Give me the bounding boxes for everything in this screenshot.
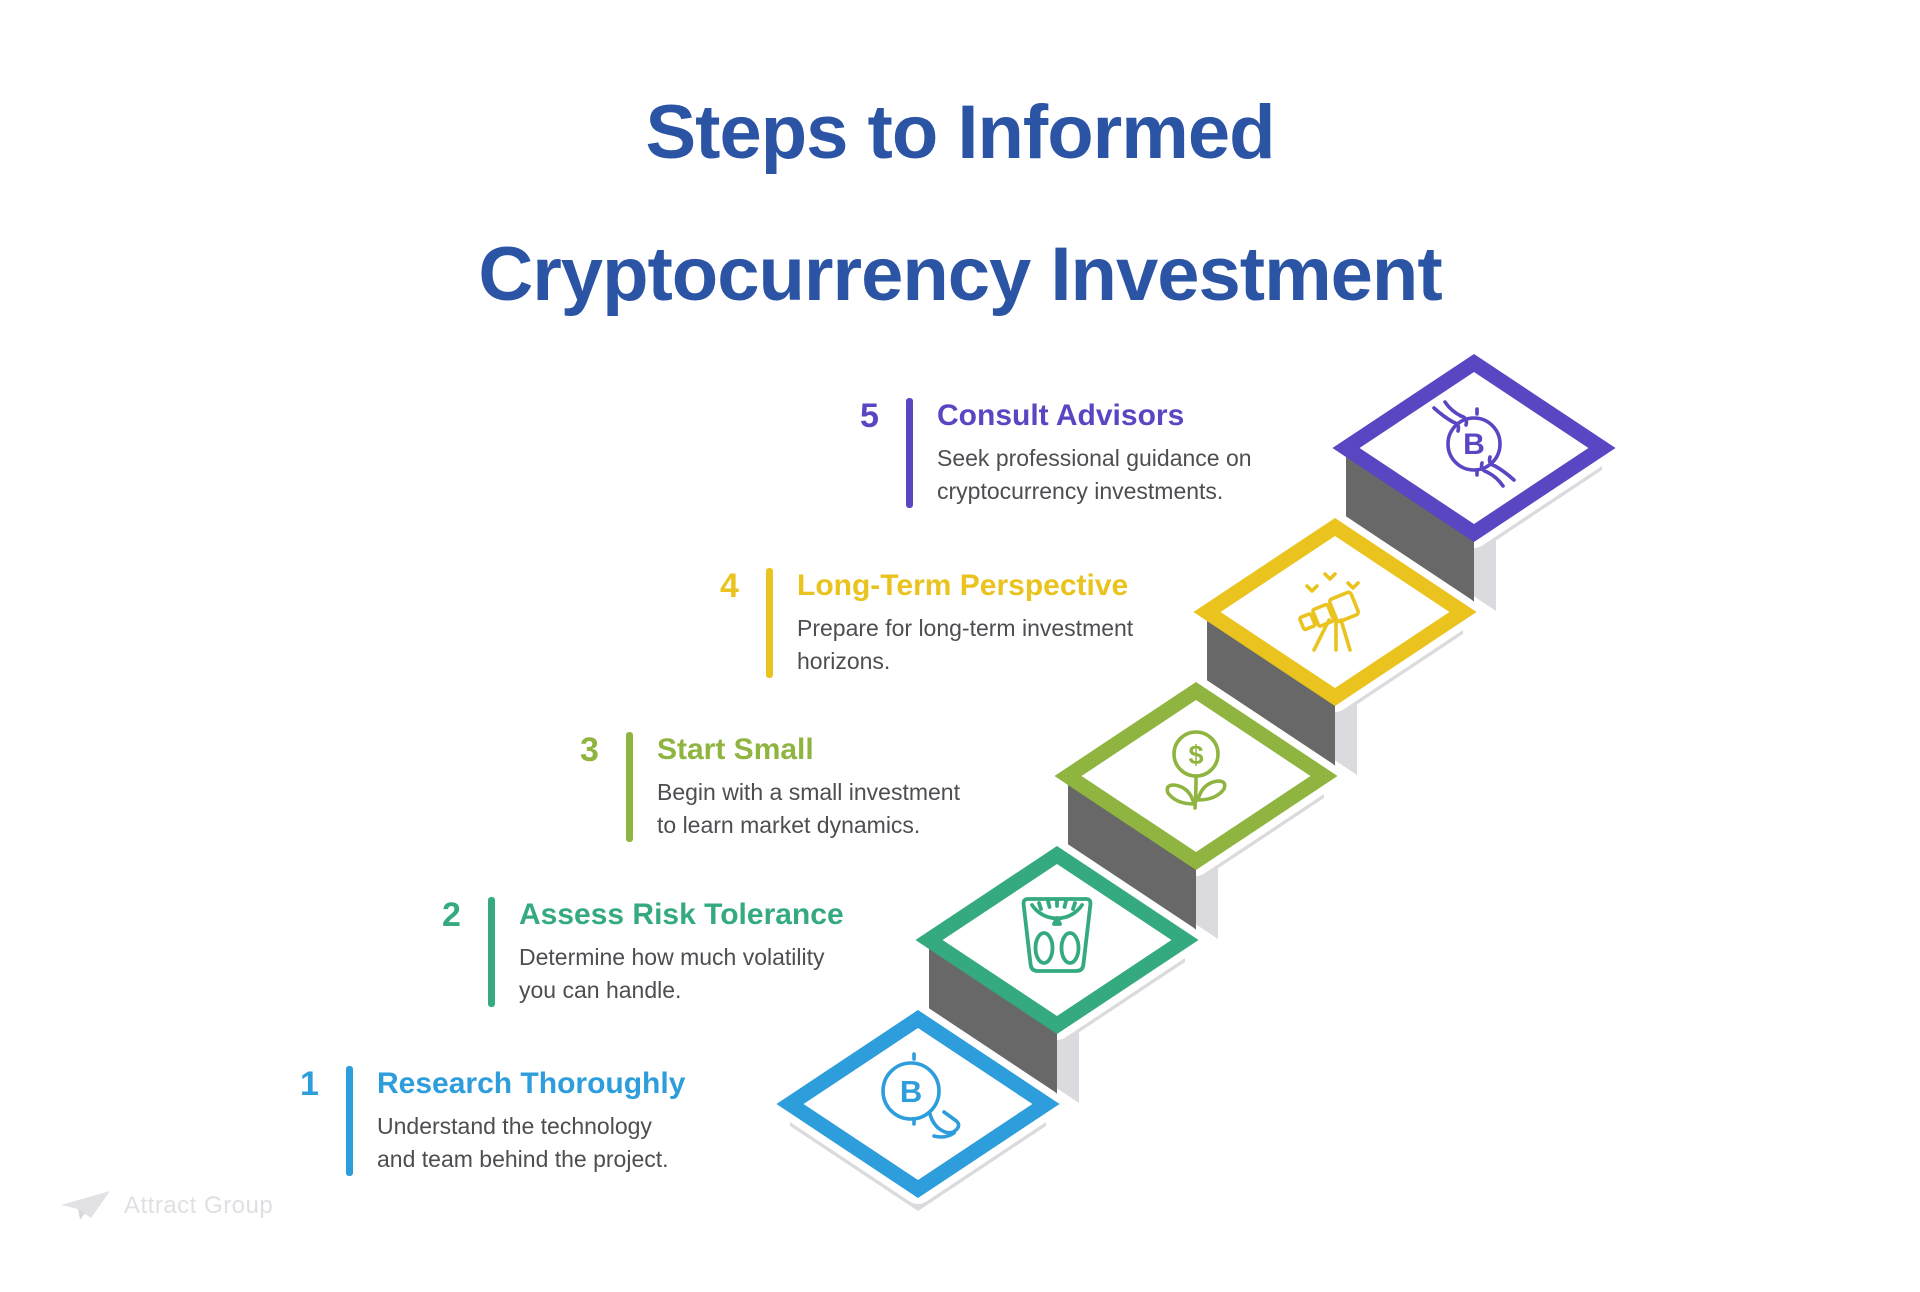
step-4-desc-line1: Prepare for long-term investment <box>797 615 1134 641</box>
step-2-title: Assess Risk Tolerance <box>519 898 844 931</box>
step-5-title: Consult Advisors <box>937 399 1185 432</box>
step-1-accent-bar <box>346 1066 353 1176</box>
step-3-riser <box>1068 776 1196 931</box>
page-title-line1: Steps to Informed <box>645 90 1275 175</box>
step-2-accent-bar <box>488 897 495 1007</box>
step-2-riser <box>929 940 1057 1095</box>
step-4-texts: Long-Term Perspective Prepare for long-t… <box>797 566 1133 678</box>
step-3-number: 3 <box>580 731 599 769</box>
step-5-desc-line2: cryptocurrency investments. <box>937 478 1224 504</box>
step-3-title: Start Small <box>657 733 814 766</box>
step-4-title: Long-Term Perspective <box>797 569 1129 602</box>
step-3-accent-bar <box>626 732 633 842</box>
step-2-desc-line2: you can handle. <box>519 977 682 1003</box>
step-1-desc-line2: and team behind the project. <box>377 1146 669 1172</box>
step-3-desc-line2: to learn market dynamics. <box>657 812 921 838</box>
watermark: Attract Group <box>60 1190 273 1222</box>
step-1-number: 1 <box>300 1065 319 1103</box>
watermark-label: Attract Group <box>124 1192 274 1219</box>
step-5-riser <box>1346 448 1474 603</box>
weighing-scale-icon <box>1021 897 1093 973</box>
step-4-desc-line2: horizons. <box>797 648 891 674</box>
bitcoin-glyph: B <box>900 1074 922 1109</box>
step-3-text-block: 3 Start Small Begin with a small investm… <box>580 730 960 842</box>
telescope-icon <box>1298 572 1361 652</box>
step-5-number: 5 <box>860 397 879 435</box>
step-2-diamond <box>915 845 1199 1035</box>
step-4-riser <box>1207 612 1335 767</box>
step-5-desc-line1: Seek professional guidance on <box>937 445 1252 471</box>
step-5-accent-bar <box>906 398 913 508</box>
step-1-diamond-group: B <box>775 1004 1061 1211</box>
step-5-diamond-group: B <box>1331 348 1617 611</box>
step-2-texts: Assess Risk Tolerance Determine how much… <box>519 895 844 1007</box>
page-title-line2: Cryptocurrency Investment <box>478 232 1442 317</box>
step-2-number: 2 <box>442 896 461 934</box>
dollar-glyph: $ <box>1188 740 1203 770</box>
step-1-texts: Research Thoroughly Understand the techn… <box>377 1064 685 1176</box>
step-4-accent-bar <box>766 568 773 678</box>
step-3-texts: Start Small Begin with a small investmen… <box>657 730 960 842</box>
step-1-text-block: 1 Research Thoroughly Understand the tec… <box>300 1064 685 1176</box>
step-3-diamond-group: $ <box>1053 676 1339 939</box>
step-1-title: Research Thoroughly <box>377 1067 686 1100</box>
step-4-diamond-group <box>1192 512 1478 775</box>
step-5-text-block: 5 Consult Advisors Seek professional gui… <box>860 396 1252 508</box>
paper-plane-icon <box>61 1191 110 1220</box>
step-5-diamond <box>1332 353 1616 543</box>
step-4-number: 4 <box>720 567 739 605</box>
bitcoin-handshake-icon: B <box>1432 400 1516 488</box>
step-2-text-block: 2 Assess Risk Tolerance Determine how mu… <box>442 895 844 1007</box>
bitcoin-glyph: B <box>1463 428 1485 461</box>
step-2-desc-line1: Determine how much volatility <box>519 944 825 970</box>
step-2-diamond-group <box>914 840 1200 1103</box>
step-1-diamond <box>776 1009 1060 1199</box>
step-5-texts: Consult Advisors Seek professional guida… <box>937 396 1252 508</box>
money-plant-icon: $ <box>1165 730 1227 810</box>
step-1-desc-line1: Understand the technology <box>377 1113 652 1139</box>
step-4-text-block: 4 Long-Term Perspective Prepare for long… <box>720 566 1133 678</box>
step-3-desc-line1: Begin with a small investment <box>657 779 960 805</box>
page-title: Steps to Informed Cryptocurrency Investm… <box>0 62 1920 346</box>
bitcoin-research-icon: B <box>881 1052 961 1139</box>
